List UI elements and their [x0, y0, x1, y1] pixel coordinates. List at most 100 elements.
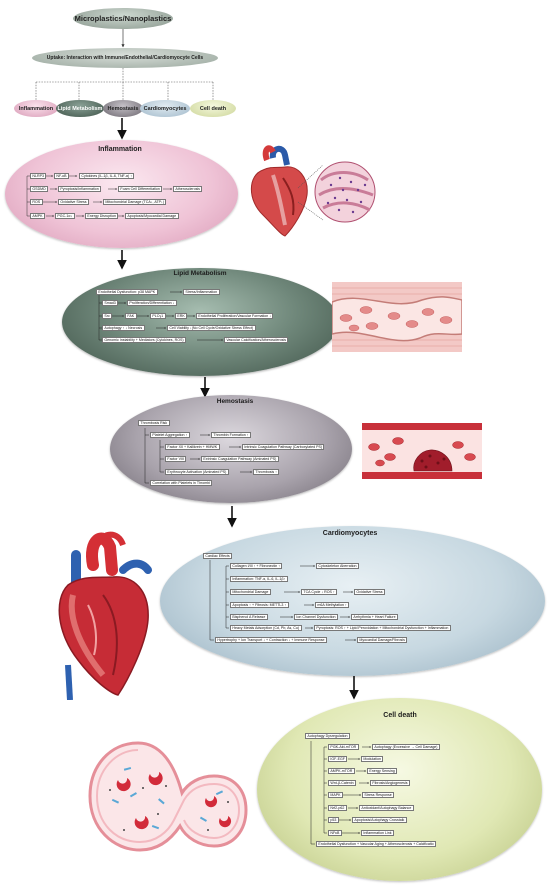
celldeath-box: Modulation — [361, 756, 384, 762]
hemostasis-box: Factor VIII — [165, 456, 187, 462]
lipid-box: Genomic Instability + Mediators (Cytokin… — [102, 337, 186, 343]
uptake-pill: Uptake: Interaction with Immune/Endothel… — [32, 48, 218, 68]
cardiomyocytes-title: Cardiomyocytes — [322, 530, 378, 537]
dividing-cell-illustration — [88, 741, 248, 852]
lipid-box: Endothelial Dysfunction: p38 MAPK — [96, 289, 158, 295]
heart-tissue-illustration — [250, 145, 376, 237]
cardiomyocytes-box: Ion Channel Dysfunction — [294, 614, 338, 620]
celldeath-box: p53 — [328, 817, 339, 823]
category-inflammation: Inflammation — [14, 100, 58, 117]
celldeath-header: Autophagy Dysregulation — [305, 733, 350, 739]
hemostasis-box: Erythrocyte Activation (Aminated PS) — [165, 469, 229, 475]
inflammation-box: Cytokines (IL-1β, IL-6, TNF-α) ↑ — [79, 173, 135, 179]
hemostasis-title: Hemostasis — [216, 398, 254, 405]
inflammation-box: NF-κB — [54, 173, 69, 179]
hemostasis-box: Thrombin Formation ↑ — [211, 432, 251, 438]
celldeath-box: Nrf2-p62 — [328, 805, 347, 811]
celldeath-box: Wnt-β-Catenin — [328, 780, 357, 786]
cardiomyocytes-box: Heavy Metals Adsorption (Cd, Pb, As, Cu) — [230, 625, 302, 631]
category-label: Cell death — [199, 105, 227, 112]
cardiomyocytes-box: Oxidative Stress — [354, 589, 385, 595]
hemostasis-box: Platelet Aggregation ↑ — [150, 432, 190, 438]
celldeath-box: Stress Response — [362, 792, 395, 798]
inflammation-box: AMPK — [30, 213, 45, 219]
lipid-box: PLCγ1 — [150, 313, 166, 319]
cardiomyocytes-box: Pyroptosis: ROS ↑ + Lipid Peroxidation +… — [314, 625, 451, 631]
celldeath-box: Antioxidant/Autophagy Balance — [359, 805, 414, 811]
lipid-title: Lipid Metabolism — [173, 270, 227, 277]
celldeath-box: PI3K-Akt-mTOR — [328, 744, 359, 750]
cardiomyocytes-box: m6A Methylation ↑ — [315, 602, 350, 608]
category-label: Hemostasis — [107, 105, 139, 112]
cardiomyocytes-box: Mitochondrial Damage — [230, 589, 271, 595]
cardiomyocytes-box: Collagen I/III ↑ + Fibronectin ↑ — [230, 563, 283, 569]
hemostasis-box: Correlation with Platelets in Thrombi — [150, 480, 213, 486]
category-hemostasis: Hemostasis — [103, 100, 143, 117]
hemostasis-box: Intrinsic Coagulation Pathway (Carboxyla… — [242, 444, 325, 450]
celldeath-box: Apoptosis/Autophagy Crosstalk — [352, 817, 407, 823]
cardiomyocytes-ellipse — [160, 526, 545, 676]
inflammation-box: Apoptosis/Myocardial Damage — [125, 213, 179, 219]
lipid-box: Smad3 — [102, 300, 119, 306]
inflammation-box: Foam Cell Differentiation — [118, 186, 163, 192]
hemostasis-header: Thrombosis Risk — [138, 420, 170, 426]
category-cardiomyocytes: Cardiomyocytes — [140, 100, 190, 117]
inflammation-box: NLRP3 — [30, 173, 47, 179]
celldeath-box: Fibrosis/Angiogenesis — [370, 780, 410, 786]
cardiomyocytes-box: Bisphenol A Release — [230, 614, 268, 620]
celldeath-box: Inflammation Link — [361, 830, 394, 836]
celldeath-box: Autophagy (Excessive → Cell Damage) — [372, 744, 440, 750]
inflammation-box: Energy Disruption — [85, 213, 119, 219]
lipid-box: FAK — [125, 313, 137, 319]
celldeath-title: Cell death — [383, 712, 417, 719]
cardiomyocytes-box: TCA Cycle ↓ ROS ↑ — [301, 589, 338, 595]
category-cell-death: Cell death — [190, 100, 236, 117]
celldeath-box: IGF-EGF — [328, 756, 348, 762]
category-lipid-metabolism: Lipid Metabolism — [56, 100, 104, 117]
category-label: Inflammation — [18, 105, 54, 112]
celldeath-ellipse — [257, 698, 542, 881]
lipid-box: ERK — [175, 313, 188, 319]
lipid-box: Cell Viability ↓(No Cell Cycle/Oxidative… — [167, 325, 256, 331]
blood-vessel-illustration — [332, 282, 462, 352]
celldeath-box: Energy Sensing — [367, 768, 398, 774]
cardiomyocytes-box: Inflammation: TNF-α, IL-6, IL-1β↑ — [230, 576, 288, 582]
hemostasis-box: Factor XII + Kallikrein + HMWK — [165, 444, 220, 450]
lipid-ellipse — [62, 268, 339, 376]
inflammation-box: Pyroptosis/Inflammation — [58, 186, 102, 192]
inflammation-title: Inflammation — [98, 146, 142, 153]
inflammation-ellipse — [5, 140, 238, 248]
lipid-box: Autophagy ↑ ↓ Necrosis — [102, 325, 145, 331]
inflammation-box: Mitochondrial Damage (TCA↓, ATP↓) — [103, 199, 167, 205]
inflammation-box: Atherosclerosis — [173, 186, 203, 192]
title-text: Microplastics/Nanoplastics — [74, 14, 172, 23]
lipid-box: Proliferation/Differentiation ↓ — [127, 300, 177, 306]
celldeath-box: MAPK — [328, 792, 343, 798]
inflammation-box: Oxidative Stress — [58, 199, 89, 205]
category-label: Cardiomyocytes — [143, 105, 187, 112]
inflammation-box: PGC-1α↓ — [55, 213, 75, 219]
lipid-box: Src — [102, 313, 113, 319]
cardiomyocytes-box: Apoptosis ↑ + Fibrosis: METTL3 ↑ — [230, 602, 289, 608]
celldeath-box: NFκB — [328, 830, 342, 836]
cardiomyocytes-header: Cardiac Effects — [203, 553, 233, 559]
inflammation-box: ROS — [30, 199, 43, 205]
uptake-text: Uptake: Interaction with Immune/Endothel… — [46, 55, 204, 61]
lipid-box: Vascular Calcification/Atherosclerosis — [224, 337, 289, 343]
cardiomyocytes-box: Cytoskeleton Aberration — [316, 563, 359, 569]
cardiomyocytes-box: Hypertrophy + Ion Transport ↓ + Contract… — [215, 637, 327, 643]
category-label: Lipid Metabolism — [57, 105, 103, 112]
hemostasis-box: Extrinsic Coagulation Pathway (Aminated … — [201, 456, 279, 462]
cardiomyocytes-box: Arrhythmia + Heart Failure — [351, 614, 399, 620]
large-heart-illustration — [58, 531, 152, 700]
lipid-box: Endothelial Proliferation/Vascular Forma… — [196, 313, 274, 319]
celldeath-box: AMPK-mTOR — [328, 768, 355, 774]
celldeath-box: Endothelial Dysfunction + Vascular Aging… — [316, 841, 437, 847]
hemostasis-box: Thrombosis ↑ — [253, 469, 280, 475]
